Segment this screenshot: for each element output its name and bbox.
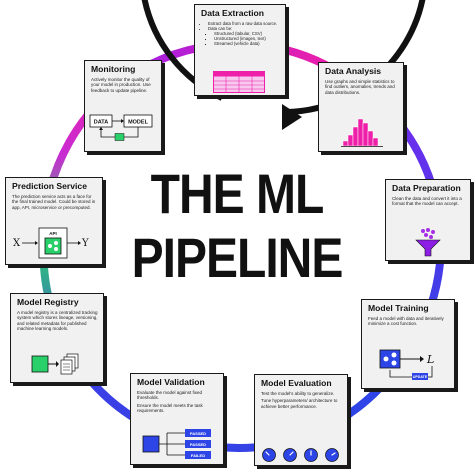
data-model-loop-icon: DATA MODEL xyxy=(89,114,153,141)
api-service-icon: X API Y xyxy=(13,227,89,259)
sub-bullet: Structured (tabular, CSV) xyxy=(214,31,280,36)
stage-title: Model Evaluation xyxy=(261,378,332,388)
stage-description: The prediction service acts as a face fo… xyxy=(12,194,96,210)
stage-description: Evaluate the model against fixed thresho… xyxy=(137,390,203,401)
result-label: PASSED xyxy=(190,442,206,447)
stage-model-training: Model Training Feed a model with data an… xyxy=(361,299,455,389)
stage-title: Data Analysis xyxy=(325,66,382,76)
output-symbol: Y xyxy=(81,238,89,249)
stage-data-extraction: Data Extraction Extract data from a raw … xyxy=(194,4,286,96)
stage-data-analysis: Data Analysis Use graphs and simple stat… xyxy=(318,62,404,152)
stage-description: Use graphs and simple statistics to find… xyxy=(325,79,395,95)
arrow-head xyxy=(282,104,302,130)
stage-description: Clean the data and convert it into a for… xyxy=(392,196,462,207)
stage-description: Ensure the model meets the task requirem… xyxy=(137,402,203,413)
registry-icon xyxy=(31,353,79,375)
histogram-icon xyxy=(341,118,383,147)
stage-data-preparation: Data Preparation Clean the data and conv… xyxy=(385,179,471,261)
validation-icon: PASSED PASSED FAILED xyxy=(142,429,211,459)
stage-title: Model Validation xyxy=(137,377,205,387)
inner-cycle-arrow xyxy=(141,0,426,115)
dials-icon xyxy=(262,448,339,462)
stage-description: Tune hyperparameters/ architecture to ac… xyxy=(261,398,338,409)
input-symbol: X xyxy=(13,238,21,249)
title-line-2: PIPELINE xyxy=(131,228,344,290)
update-label: UPDATE xyxy=(413,375,428,379)
stage-title: Data Extraction xyxy=(201,8,265,18)
stage-title: Monitoring xyxy=(91,64,136,74)
bullet: Extract data from a raw data source. xyxy=(208,21,280,26)
stage-monitoring: Monitoring Actively monitor the quality … xyxy=(84,60,162,152)
result-label: PASSED xyxy=(190,431,206,436)
stage-model-validation: Model Validation Evaluate the model agai… xyxy=(130,373,224,465)
stage-model-evaluation: Model Evaluation Test the model's abilit… xyxy=(254,374,348,466)
table-icon xyxy=(213,71,265,93)
sub-bullet: Unstructured (images, text) xyxy=(214,36,280,41)
stage-title: Model Registry xyxy=(17,297,79,307)
stage-title: Model Training xyxy=(368,303,429,313)
stage-description: Test the model's ability to generalize. xyxy=(261,391,335,396)
funnel-icon xyxy=(415,228,441,257)
stage-description: Actively monitor the quality of your mod… xyxy=(91,77,151,93)
extraction-bullets: Extract data from a raw data source. Dat… xyxy=(201,21,280,46)
title-line-1: THE ML xyxy=(150,164,325,226)
data-label: DATA xyxy=(94,120,108,126)
stage-description: Feed a model with data and iteratively m… xyxy=(368,316,444,327)
loss-symbol: L xyxy=(426,353,434,366)
stage-title: Data Preparation xyxy=(392,183,461,193)
stage-model-registry: Model Registry A model registry is a cen… xyxy=(10,293,104,383)
stage-description: A model registry is a centralized tracki… xyxy=(17,310,98,331)
result-label: FAILED xyxy=(191,453,205,458)
bullet: Data can be: Structured (tabular, CSV) U… xyxy=(208,26,280,46)
stage-title: Prediction Service xyxy=(12,181,87,191)
api-label: API xyxy=(49,231,57,236)
training-loop-icon: L UPDATE xyxy=(379,349,434,380)
ring-arc-bottom xyxy=(78,366,399,452)
stage-prediction-service: Prediction Service The prediction servic… xyxy=(5,177,103,265)
sub-bullet: Streamed (vehicle data) xyxy=(214,41,280,46)
model-label: MODEL xyxy=(128,120,149,126)
